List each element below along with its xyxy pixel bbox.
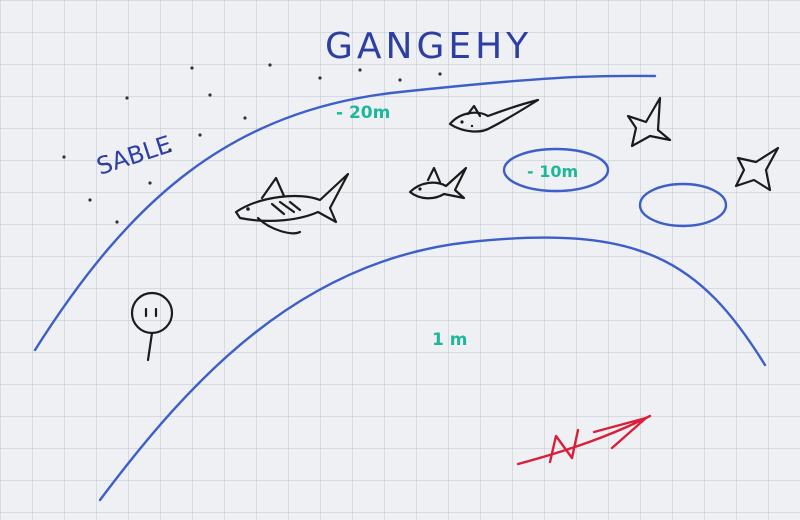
ray-icon [448,98,540,133]
depth-label-20m: - 20m [336,103,390,123]
north-arrow-icon [516,414,652,466]
title: GANGEHY [325,26,532,67]
depth-label-1m: 1 m [432,330,467,350]
fish-icon [408,166,468,200]
person-icon [130,291,174,362]
reef-patch-outline [638,182,728,228]
shoal-outline [502,147,610,193]
reef-edge-line [33,74,657,352]
shark-icon [234,172,350,235]
coral-icon-2 [734,146,780,192]
sand-dots [62,63,442,224]
depth-label-10m: - 10m [527,162,578,181]
shoreline [98,236,767,502]
shore-label: SABLE [93,130,175,180]
coral-icon [626,96,672,148]
